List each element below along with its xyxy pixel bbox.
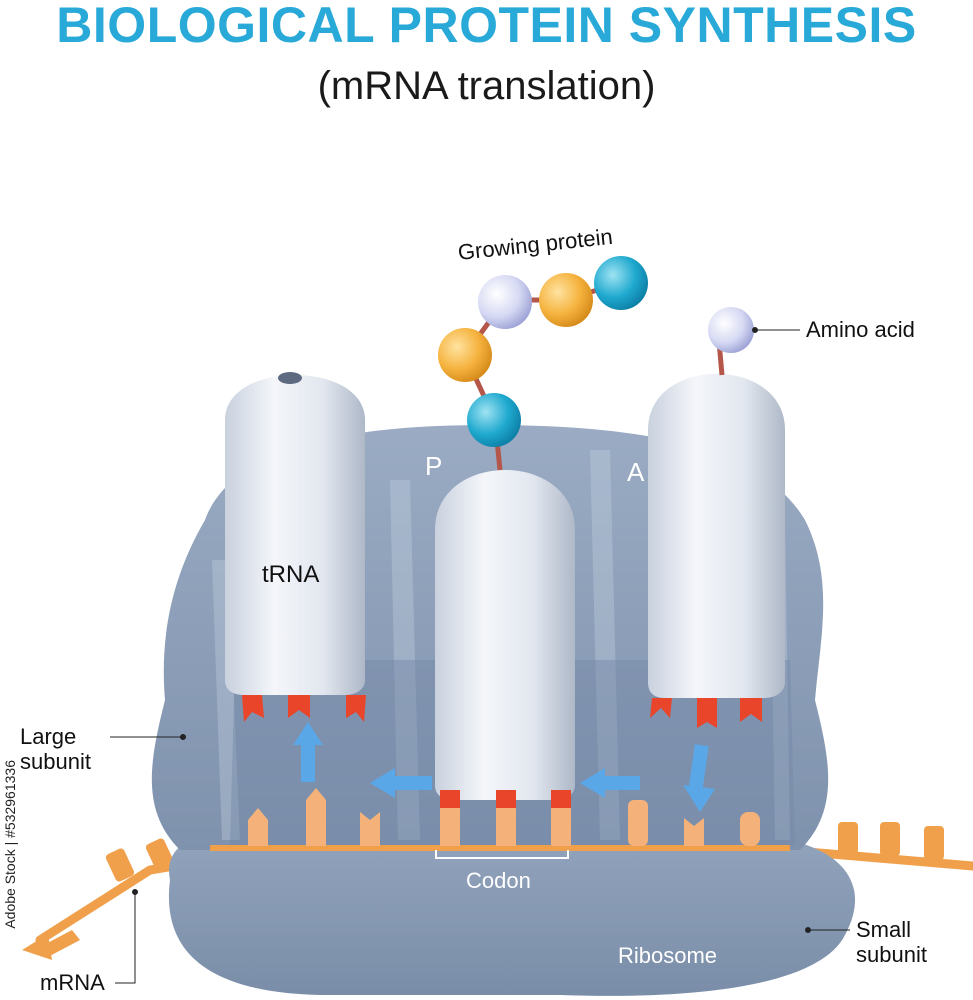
- label-trna: tRNA: [262, 561, 320, 588]
- arrow-up-icon: [293, 722, 323, 782]
- trna-exit: [225, 372, 366, 722]
- arrow-left-icon: [580, 768, 640, 798]
- amino-acid-free: [708, 307, 754, 353]
- amino-acid-yellow: [539, 273, 593, 327]
- mrna-bases: [248, 788, 760, 846]
- amino-acid-cyan: [594, 256, 648, 310]
- trna-p-site: [435, 470, 575, 808]
- label-codon: Codon: [466, 868, 531, 893]
- label-small-subunit: Small subunit: [856, 917, 927, 967]
- leader-lines: [110, 327, 850, 984]
- trna-a-site: [648, 373, 785, 728]
- amino-acid-yellow: [438, 328, 492, 382]
- growing-protein: [438, 256, 725, 471]
- amino-acid-lavender: [478, 275, 532, 329]
- label-ribosome: Ribosome: [618, 943, 718, 968]
- label-mrna: mRNA: [40, 970, 105, 995]
- label-p-site: P: [425, 451, 443, 481]
- movement-arrows: [293, 722, 715, 812]
- codon-bracket: [435, 850, 569, 859]
- stock-watermark: Adobe Stock | #532961336: [2, 760, 18, 929]
- arrow-down-icon: [683, 744, 715, 812]
- label-amino-acid: Amino acid: [806, 317, 915, 342]
- diagram-title: BIOLOGICAL PROTEIN SYNTHESIS: [56, 0, 917, 53]
- label-a-site: A: [627, 457, 645, 487]
- small-subunit: [168, 828, 856, 996]
- arrow-left-icon: [370, 768, 432, 798]
- amino-acid-cyan: [467, 393, 521, 447]
- label-large-subunit: Large subunit: [20, 724, 91, 774]
- diagram-subtitle: (mRNA translation): [317, 64, 656, 108]
